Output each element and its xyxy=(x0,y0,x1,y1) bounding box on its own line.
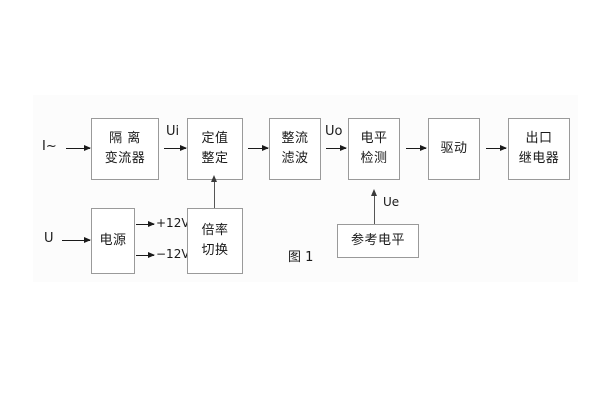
block-reference-level-line1: 参考电平 xyxy=(350,232,405,248)
arrow-reference-level-to-level-detect xyxy=(371,189,377,224)
arrow-current-to-isolating-ct xyxy=(66,145,91,151)
block-multiplier-switch: 倍率 切换 xyxy=(187,208,243,274)
block-level-detect-line1: 电平 xyxy=(360,130,388,146)
voltage-input-label: U xyxy=(44,231,54,246)
block-setting-value-line1: 定值 xyxy=(201,130,229,146)
signal-ue-label: Ue xyxy=(383,195,400,209)
block-power-supply-line1: 电源 xyxy=(99,232,127,248)
block-isolating-ct-line1: 隔 离 xyxy=(109,130,141,146)
block-reference-level: 参考电平 xyxy=(337,224,419,258)
figure-caption: 图 1 xyxy=(288,250,314,265)
arrow-setting-value-to-rectify-filter xyxy=(248,145,269,151)
block-level-detect-line2: 检测 xyxy=(360,151,388,166)
arrow-drive-to-output-relay xyxy=(486,145,507,151)
arrow-rectify-filter-to-level-detect xyxy=(326,145,347,151)
block-output-relay-line2: 继电器 xyxy=(518,151,560,166)
arrow-isolating-ct-to-setting-value xyxy=(164,145,187,151)
arrow-voltage-to-power-supply xyxy=(62,237,91,243)
block-power-supply: 电源 xyxy=(91,208,135,274)
signal-uo-label: Uo xyxy=(325,124,343,139)
block-isolating-ct-line2: 变流器 xyxy=(104,151,146,166)
arrow-level-detect-to-drive xyxy=(406,145,427,151)
arrow-multiplier-switch-to-setting-value xyxy=(211,175,217,208)
rail-positive-label: +12V xyxy=(156,216,190,230)
block-rectify-filter-line1: 整流 xyxy=(281,130,309,146)
block-level-detect: 电平 检测 xyxy=(348,118,400,180)
block-rectify-filter: 整流 滤波 xyxy=(269,118,321,180)
arrow-rail-negative xyxy=(136,252,155,258)
block-drive: 驱动 xyxy=(428,118,480,180)
rail-negative-label: −12V xyxy=(156,247,190,261)
block-setting-value-line2: 整定 xyxy=(201,151,229,166)
block-isolating-ct: 隔 离 变流器 xyxy=(91,118,159,180)
signal-ui-label: Ui xyxy=(166,124,180,139)
block-setting-value: 定值 整定 xyxy=(187,118,243,180)
block-output-relay: 出口 继电器 xyxy=(508,118,570,180)
block-output-relay-line1: 出口 xyxy=(525,130,553,146)
arrow-rail-positive xyxy=(136,221,155,227)
block-drive-line1: 驱动 xyxy=(440,140,468,156)
block-rectify-filter-line2: 滤波 xyxy=(281,151,309,166)
block-multiplier-switch-line1: 倍率 xyxy=(201,222,229,238)
current-input-label: I~ xyxy=(42,139,57,154)
block-multiplier-switch-line2: 切换 xyxy=(201,243,229,258)
